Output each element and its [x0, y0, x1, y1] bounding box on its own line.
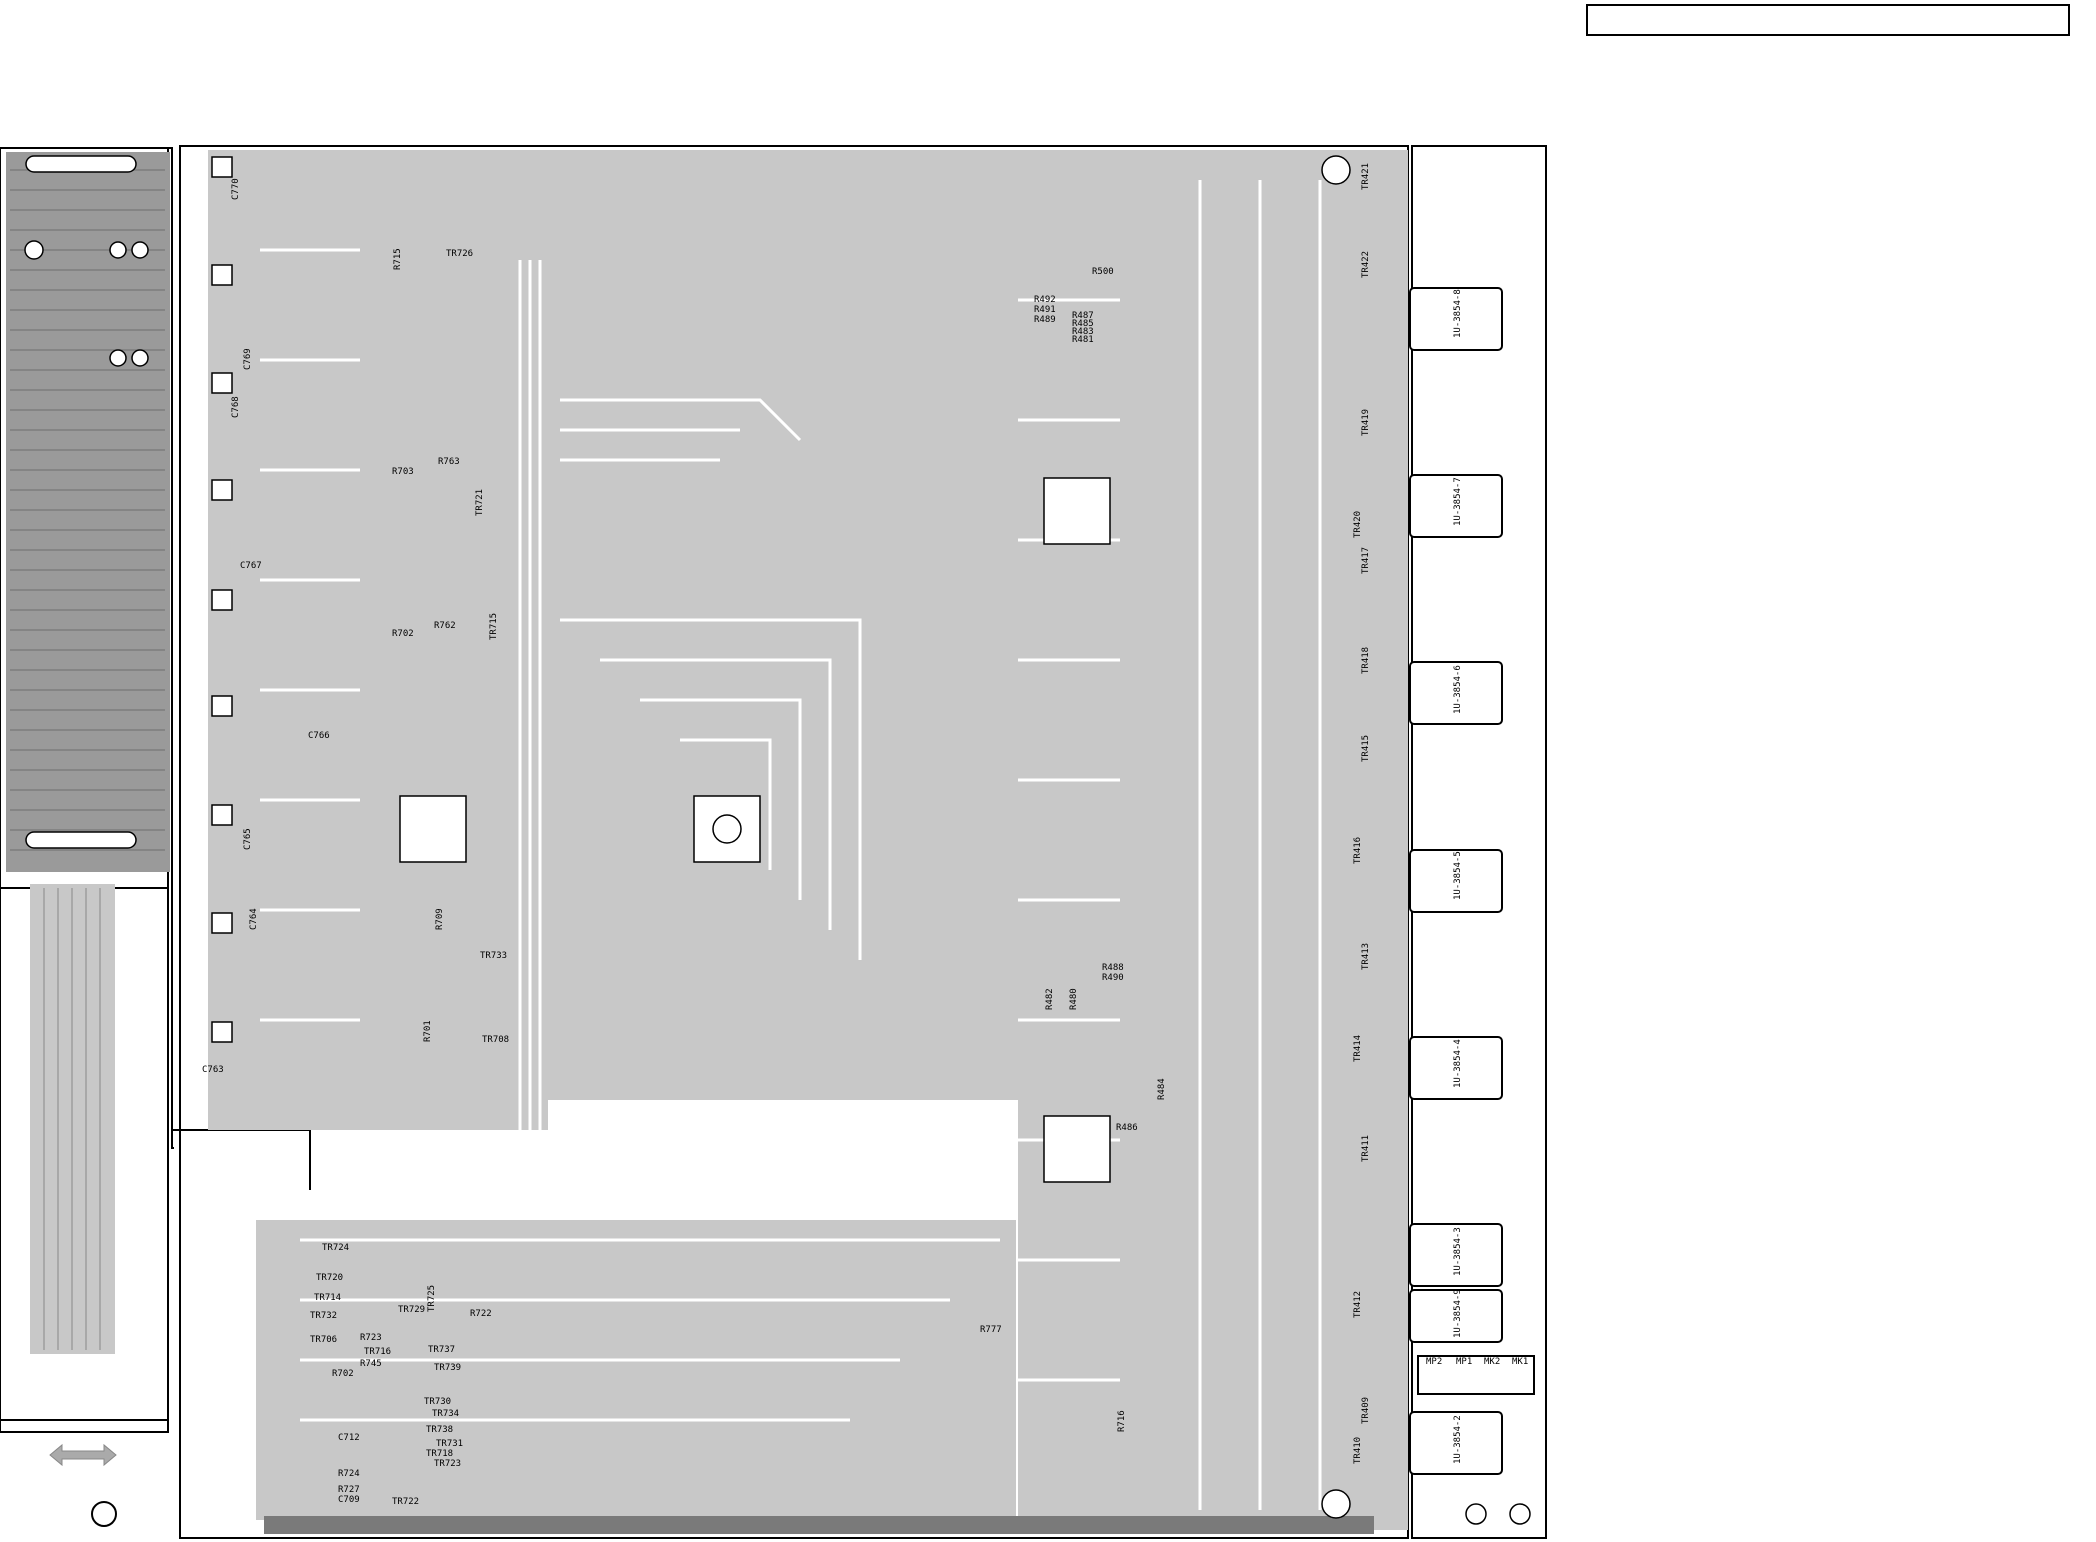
connector-slots: [1409, 287, 1535, 1475]
label-tr722: TR722: [392, 1497, 419, 1507]
label-tr738: TR738: [426, 1425, 453, 1435]
label-tr420: TR420: [1353, 511, 1363, 538]
label-c712: C712: [338, 1433, 360, 1443]
label-r763: R763: [438, 457, 460, 467]
label-tr714: TR714: [314, 1293, 341, 1303]
label-r480: R480: [1069, 988, 1079, 1010]
left-pads: [211, 156, 233, 1043]
label-tr413: TR413: [1361, 943, 1371, 970]
label-tr718: TR718: [426, 1449, 453, 1459]
label-r489: R489: [1034, 315, 1056, 325]
label-r486: R486: [1116, 1123, 1138, 1133]
label-tr414: TR414: [1353, 1035, 1363, 1062]
label-r709: R709: [435, 908, 445, 930]
label-tr411: TR411: [1361, 1135, 1371, 1162]
label-r482: R482: [1045, 988, 1055, 1010]
label-tr721: TR721: [475, 489, 485, 516]
label-tr729: TR729: [398, 1305, 425, 1315]
label-c770: C770: [231, 178, 241, 200]
label-r485: R485: [1072, 319, 1094, 329]
label-c766: C766: [308, 731, 330, 741]
label-r490: R490: [1102, 973, 1124, 983]
label-tr730: TR730: [424, 1397, 451, 1407]
label-tr418: TR418: [1361, 647, 1371, 674]
label-tr731: TR731: [436, 1439, 463, 1449]
label-tr737: TR737: [428, 1345, 455, 1355]
label-tr720: TR720: [316, 1273, 343, 1283]
label-r762: R762: [434, 621, 456, 631]
label-c768: C768: [231, 396, 241, 418]
label-r723: R723: [360, 1333, 382, 1343]
label-mp1: MP1: [1456, 1357, 1472, 1367]
label-conn-5: 1U-3854-5: [1453, 851, 1463, 900]
label-r483: R483: [1072, 327, 1094, 337]
label-tr715: TR715: [489, 613, 499, 640]
label-conn-3: 1U-3854-3: [1453, 1227, 1463, 1276]
label-tr724: TR724: [322, 1243, 349, 1253]
label-c765: C765: [243, 828, 253, 850]
label-tr733: TR733: [480, 951, 507, 961]
copper-traces: [208, 150, 1408, 1534]
label-c769: C769: [243, 348, 253, 370]
label-conn-2: 1U-3854-2: [1453, 1415, 1463, 1464]
label-r722: R722: [470, 1309, 492, 1319]
label-mk2: MK2: [1484, 1357, 1500, 1367]
label-r715: R715: [393, 248, 403, 270]
label-tr412: TR412: [1353, 1291, 1363, 1318]
label-r487: R487: [1072, 311, 1094, 321]
label-r716: R716: [1117, 1410, 1127, 1432]
label-tr732: TR732: [310, 1311, 337, 1321]
label-r745: R745: [360, 1359, 382, 1369]
label-tr726: TR726: [446, 249, 473, 259]
title-box: [1586, 4, 2070, 36]
label-r488: R488: [1102, 963, 1124, 973]
label-tr415: TR415: [1361, 735, 1371, 762]
label-c764: C764: [249, 908, 259, 930]
label-conn-7: 1U-3854-7: [1453, 477, 1463, 526]
label-r727: R727: [338, 1485, 360, 1495]
label-tr734: TR734: [432, 1409, 459, 1419]
label-tr421: TR421: [1361, 163, 1371, 190]
label-tr422: TR422: [1361, 251, 1371, 278]
label-r703: R703: [392, 467, 414, 477]
label-conn-9: 1U-3854-9: [1453, 1289, 1463, 1338]
label-r777: R777: [980, 1325, 1002, 1335]
label-c763: C763: [202, 1065, 224, 1075]
label-mk1: MK1: [1512, 1357, 1528, 1367]
label-tr410: TR410: [1353, 1437, 1363, 1464]
label-r492: R492: [1034, 295, 1056, 305]
flex-strip: [6, 152, 170, 1527]
label-tr419: TR419: [1361, 409, 1371, 436]
label-tr417: TR417: [1361, 547, 1371, 574]
label-r481: R481: [1072, 335, 1094, 345]
label-r724: R724: [338, 1469, 360, 1479]
label-conn-8: 1U-3854-8: [1453, 289, 1463, 338]
label-conn-4: 1U-3854-4: [1453, 1039, 1463, 1088]
label-conn-6: 1U-3854-6: [1453, 665, 1463, 714]
label-r491: R491: [1034, 305, 1056, 315]
label-tr723: TR723: [434, 1459, 461, 1469]
label-c709: C709: [338, 1495, 360, 1505]
label-r702: R702: [392, 629, 414, 639]
label-tr409: TR409: [1361, 1397, 1371, 1424]
label-tr416: TR416: [1353, 837, 1363, 864]
label-r702b: R702: [332, 1369, 354, 1379]
label-tr716: TR716: [364, 1347, 391, 1357]
label-tr739: TR739: [434, 1363, 461, 1373]
label-tr708: TR708: [482, 1035, 509, 1045]
label-mp2: MP2: [1426, 1357, 1442, 1367]
label-r500: R500: [1092, 267, 1114, 277]
label-tr725: TR725: [427, 1285, 437, 1312]
label-r701: R701: [423, 1020, 433, 1042]
ic-pads: [399, 155, 1531, 1525]
label-r484: R484: [1157, 1078, 1167, 1100]
label-c767: C767: [240, 561, 262, 571]
label-tr706: TR706: [310, 1335, 337, 1345]
